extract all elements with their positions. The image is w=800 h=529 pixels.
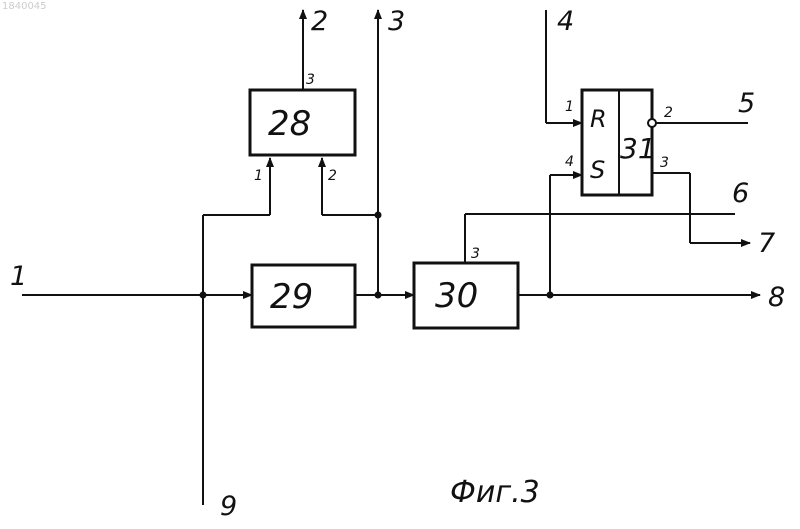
- terminal-3: 3: [388, 6, 405, 37]
- block-29-label: 29: [270, 277, 313, 317]
- terminal-2: 2: [311, 6, 328, 37]
- block-31-inverted-output: [648, 119, 656, 127]
- block-31-pin3-label: 3: [660, 155, 669, 171]
- watermark: 1840045: [2, 1, 47, 12]
- block-30-label: 30: [435, 276, 478, 316]
- block-31-pin2-label: 2: [664, 105, 673, 121]
- block-28-pin1-label: 1: [254, 168, 263, 184]
- block-30-pin3-label: 3: [471, 246, 480, 262]
- junction-dot: [200, 292, 207, 299]
- junction-dot: [547, 292, 554, 299]
- figure-caption: Фиг.3: [450, 475, 540, 510]
- block-28-pin3-label: 3: [306, 72, 315, 88]
- block-31-s-label: S: [590, 156, 605, 184]
- terminal-4: 4: [557, 6, 574, 37]
- terminal-9: 9: [220, 491, 237, 522]
- block-31-pin1-label: 1: [565, 99, 574, 115]
- block-28-label: 28: [268, 104, 311, 144]
- terminal-1: 1: [10, 261, 27, 292]
- block-28-pin2-label: 2: [328, 168, 337, 184]
- block-31-r-label: R: [590, 105, 607, 133]
- terminal-8: 8: [768, 282, 785, 313]
- terminal-7: 7: [758, 228, 775, 259]
- junction-dot: [375, 292, 382, 299]
- junction-dot: [375, 212, 382, 219]
- block-31-pin4-label: 4: [565, 154, 574, 170]
- block-31-label: 31: [620, 132, 656, 165]
- terminal-6: 6: [732, 178, 749, 209]
- terminal-5: 5: [738, 88, 755, 119]
